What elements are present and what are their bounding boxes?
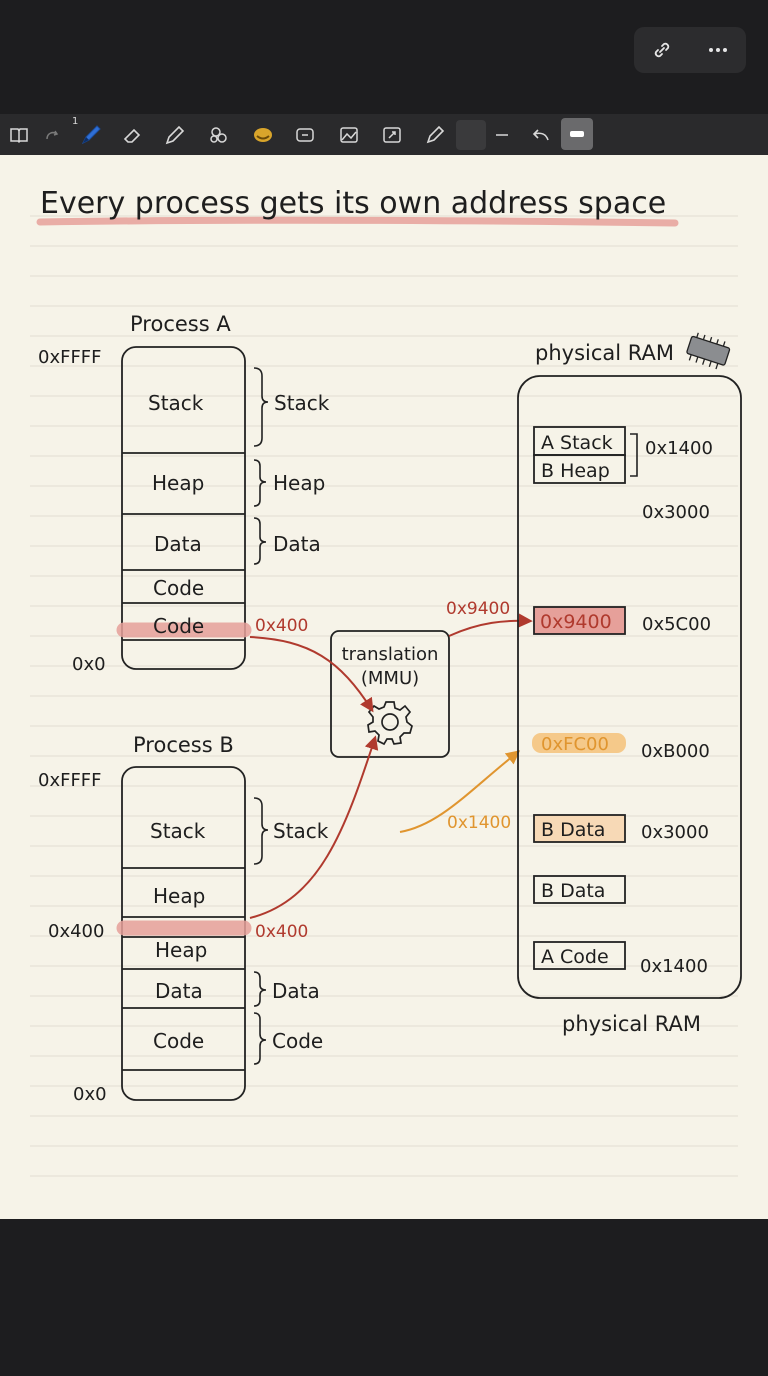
process-a-segment: Heap <box>152 471 204 495</box>
arrow-mmu-to-ram-red <box>448 613 533 637</box>
title-underline <box>36 216 679 227</box>
ram-address: 0x1400 <box>640 956 708 977</box>
minimize-icon[interactable] <box>561 118 593 150</box>
gear-icon <box>367 701 413 746</box>
eraser-icon[interactable] <box>118 120 148 150</box>
process-a-box <box>121 346 246 670</box>
ram-address: 0x3000 <box>642 502 710 523</box>
page-title: Every process gets its own address space <box>40 186 666 221</box>
ram-cell-label: B Data <box>541 880 605 902</box>
process-a-bottom-addr: 0x0 <box>72 654 106 675</box>
ram-cell <box>533 941 626 970</box>
process-b-segment: Data <box>155 979 203 1003</box>
mmu-label-line2: (MMU) <box>361 668 419 689</box>
process-b-bracket-label: Data <box>272 979 320 1003</box>
pencil-icon[interactable] <box>160 120 190 150</box>
process-a-bracket-label: Stack <box>274 391 330 415</box>
process-b-mid-addr: 0x400 <box>48 921 104 942</box>
process-b-label: Process B <box>133 733 234 757</box>
arrow-b-to-mmu <box>249 735 379 919</box>
process-b-bracket-label: Stack <box>273 819 329 843</box>
process-a-top-addr: 0xFFFF <box>38 347 102 368</box>
process-b-bracket-label: Code <box>272 1029 323 1053</box>
process-b-segment: Stack <box>150 819 206 843</box>
ram-label-top: physical RAM <box>535 341 674 365</box>
top-actions <box>634 27 746 73</box>
ram-address: 0x3000 <box>641 822 709 843</box>
process-a-bracket-label: Data <box>273 532 321 556</box>
process-a-segment: Code <box>153 614 204 638</box>
ram-address: 0xB000 <box>641 741 710 762</box>
color-swatch-icon[interactable] <box>456 120 486 150</box>
arrow-label-orange: 0x1400 <box>447 813 511 833</box>
mmu-box <box>330 630 450 758</box>
drawing-toolbar: 1 <box>0 114 768 155</box>
process-a-highlight-addr: 0x400 <box>255 616 308 636</box>
more-icon[interactable] <box>698 30 738 70</box>
ram-cell-label: 0x9400 <box>540 611 612 633</box>
ram-cell <box>533 454 626 484</box>
ram-cell <box>532 733 626 753</box>
undo-icon[interactable] <box>526 120 556 150</box>
lasso-icon[interactable] <box>204 120 234 150</box>
note-page[interactable]: Every process gets its own address space… <box>0 155 768 1219</box>
redo-icon[interactable] <box>36 120 66 150</box>
process-b-segment: Heap <box>155 938 207 962</box>
process-b-highlight-addr: 0x400 <box>255 922 308 942</box>
mmu-label-line1: translation <box>342 644 439 665</box>
ram-cell <box>533 606 626 635</box>
ram-address: 0x5C00 <box>642 614 711 635</box>
process-a-bracket-label: Heap <box>273 471 325 495</box>
process-b-segment: Heap <box>153 884 205 908</box>
text-box-icon[interactable] <box>290 120 320 150</box>
arrow-a-to-mmu <box>249 636 374 713</box>
ram-cell-label: 0xFC00 <box>541 734 609 755</box>
ram-cell-label: B Data <box>541 819 605 841</box>
arrow-to-ram-orange <box>399 750 521 833</box>
process-b-segment: Code <box>153 1029 204 1053</box>
arrow-label-red: 0x9400 <box>446 599 510 619</box>
ram-cell-label: B Heap <box>541 460 610 482</box>
image-icon[interactable] <box>334 120 364 150</box>
sticker-icon[interactable] <box>248 120 278 150</box>
ram-cell-label: A Stack <box>541 432 613 454</box>
process-a-segment: Stack <box>148 391 204 415</box>
page-number: 1 <box>72 116 79 127</box>
ram-label-bottom: physical RAM <box>562 1012 701 1036</box>
bottom-bar <box>0 1219 768 1376</box>
note-canvas: Every process gets its own address space… <box>30 186 742 1177</box>
process-a-segment: Data <box>154 532 202 556</box>
process-b-top-addr: 0xFFFF <box>38 770 102 791</box>
stroke-width-icon[interactable] <box>487 120 517 150</box>
ruled-lines <box>30 215 738 1177</box>
pen-icon[interactable] <box>76 120 106 150</box>
process-a-label: Process A <box>130 312 231 336</box>
shape-icon[interactable] <box>377 120 407 150</box>
chip-icon <box>686 332 731 370</box>
ram-cell <box>533 814 626 843</box>
ram-cell <box>533 875 626 904</box>
marker-icon[interactable] <box>420 120 450 150</box>
process-a-segment: Code <box>153 576 204 600</box>
ram-box <box>517 375 742 999</box>
app-top-bar <box>0 0 768 114</box>
ram-cell-label: A Code <box>541 946 609 968</box>
process-b-bottom-addr: 0x0 <box>73 1084 107 1105</box>
link-icon[interactable] <box>642 30 682 70</box>
book-icon[interactable] <box>4 120 34 150</box>
ram-address: 0x1400 <box>645 438 713 459</box>
